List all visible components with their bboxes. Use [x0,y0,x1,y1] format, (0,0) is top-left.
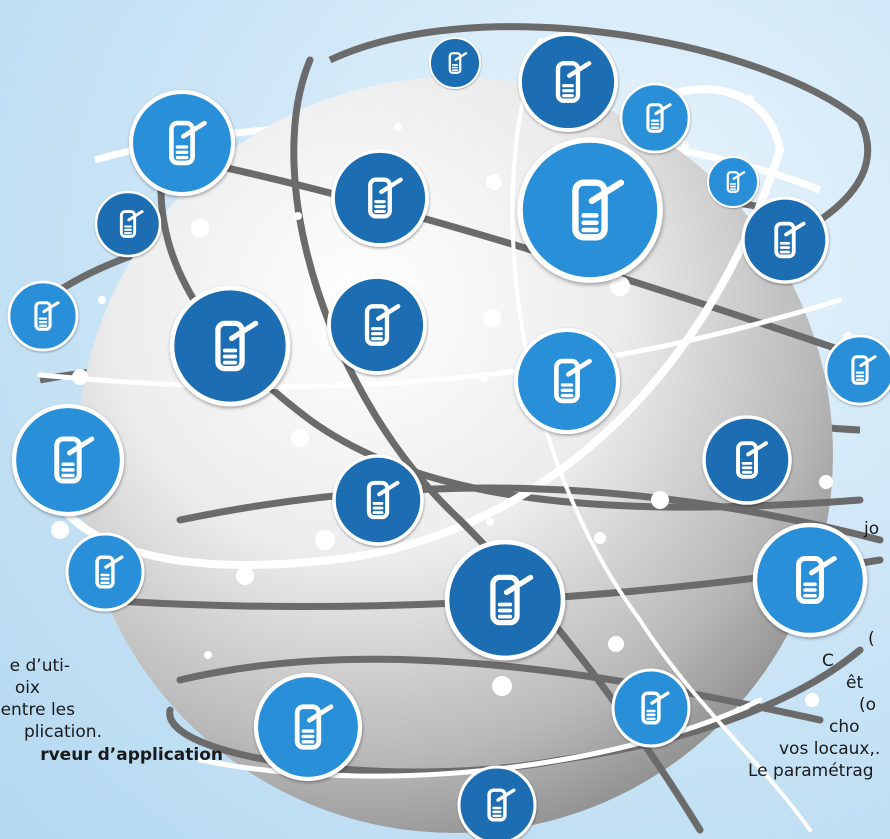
server-node [702,415,792,505]
server-node [169,285,291,407]
server-node [513,327,621,435]
server-node [94,190,162,258]
server-node [128,89,236,197]
server-nodes [7,32,890,839]
globe [77,77,833,833]
right-text-line: jo [864,519,880,539]
server-node [707,156,759,208]
left-text-line: oix [14,678,40,698]
server-node [331,149,429,247]
orbit-dots [51,94,853,707]
server-node [619,82,691,154]
server-node [11,403,125,517]
server-node [741,196,829,284]
server-node [332,454,424,546]
left-text-line: e d’uti- [9,656,70,676]
left-text-line: plication. [24,722,102,742]
server-node [253,672,363,782]
server-node [65,532,145,612]
server-node [457,765,537,839]
left-text-bold-line: rveur d’application [40,745,223,765]
right-text-line: C [822,651,834,671]
server-node [518,32,618,132]
server-node [7,280,79,352]
server-node [752,522,868,638]
right-text-line: vos locaux,. [779,739,881,759]
server-node [327,275,427,375]
right-text-line: ( [868,629,875,649]
right-text-line: Le paramétrag [748,761,874,781]
right-text-line: (o [859,695,877,715]
server-node [429,37,481,89]
right-text-line: cho [829,717,860,737]
server-node [444,539,566,661]
server-node [611,668,691,748]
left-text-line: entre les [0,700,75,720]
right-text-line: êt [846,673,864,693]
server-node [517,137,663,283]
server-node [824,334,890,406]
